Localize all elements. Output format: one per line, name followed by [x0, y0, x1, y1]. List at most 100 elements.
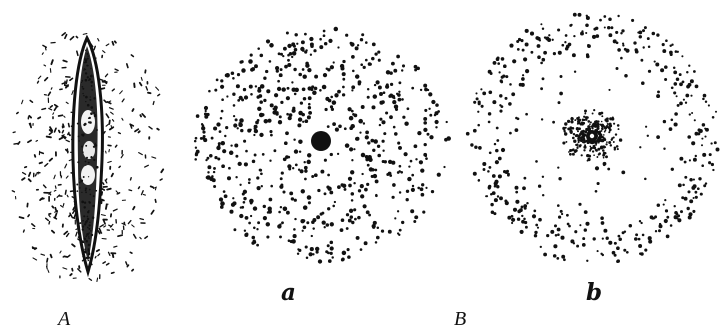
particle-dot	[351, 85, 356, 90]
diatom-speck	[84, 78, 88, 82]
particle-dot	[581, 243, 586, 247]
diatom-speck	[76, 190, 79, 192]
particle-dot	[413, 220, 417, 223]
particle-dot	[284, 64, 288, 69]
particle-dot	[275, 69, 279, 73]
particle-dot	[305, 61, 309, 66]
cluster-dot	[595, 129, 599, 133]
cluster-dot	[600, 123, 605, 127]
particle-dot	[288, 51, 293, 56]
particle-stroke	[147, 91, 152, 95]
particle-dot	[398, 191, 402, 194]
particle-stroke	[150, 209, 155, 215]
particle-stroke	[99, 224, 104, 228]
cluster-dot	[612, 141, 615, 143]
particle-stroke	[100, 187, 106, 191]
particle-dot	[304, 119, 309, 124]
particle-dot	[306, 221, 310, 225]
particle-dot	[664, 77, 668, 82]
particle-stroke	[27, 214, 31, 218]
particle-dot	[276, 86, 282, 92]
diatom-speck	[83, 215, 86, 218]
cluster-dot	[569, 131, 573, 134]
particle-stroke	[57, 129, 61, 134]
diatom-speck	[85, 144, 88, 147]
particle-stroke	[97, 229, 101, 235]
diatom-speck	[81, 225, 85, 228]
particle-dot	[341, 93, 346, 97]
particle-stroke	[102, 261, 107, 265]
particle-dot	[372, 225, 376, 229]
particle-stroke	[64, 84, 69, 88]
diatom-chloroplast-lower	[81, 165, 95, 185]
particle-dot	[637, 31, 640, 34]
particle-dot	[364, 187, 368, 192]
particle-dot	[576, 244, 580, 248]
particle-dot	[364, 58, 368, 62]
particle-dot	[400, 69, 404, 72]
cluster-dot	[599, 123, 602, 126]
particle-dot	[287, 58, 290, 62]
particle-dot	[662, 119, 667, 124]
particle-dot	[260, 172, 263, 176]
particle-dot	[243, 196, 247, 201]
particle-dot	[320, 169, 325, 174]
particle-dot	[712, 168, 715, 172]
particle-dot	[420, 168, 425, 173]
particle-dot	[664, 198, 667, 202]
particle-dot	[608, 240, 613, 245]
particle-dot	[647, 69, 652, 73]
particle-dot	[561, 254, 566, 259]
particle-dot	[671, 43, 674, 46]
cluster-dot	[597, 141, 600, 144]
particle-dot	[329, 246, 334, 251]
particle-dot	[348, 208, 354, 213]
particle-stroke	[149, 185, 155, 189]
particle-dot	[638, 219, 642, 223]
particle-stroke	[102, 182, 105, 186]
particle-stroke	[41, 52, 44, 55]
particle-dot	[293, 92, 297, 96]
particle-dot	[365, 210, 370, 215]
particle-dot	[537, 55, 541, 59]
particle-dot	[682, 183, 685, 187]
particle-dot	[307, 96, 312, 101]
particle-dot	[301, 112, 305, 117]
particle-dot	[233, 123, 238, 128]
particle-dot	[194, 146, 198, 149]
figure-part-label-b: B	[454, 308, 467, 330]
particle-dot	[614, 242, 617, 245]
particle-dot	[257, 88, 262, 93]
particle-dot	[301, 68, 305, 71]
particle-stroke	[49, 105, 54, 109]
particle-dot	[371, 56, 375, 61]
particle-dot	[383, 132, 387, 136]
particle-dot	[698, 177, 702, 181]
particle-dot	[405, 189, 410, 193]
particle-dot	[697, 132, 701, 136]
particle-dot	[236, 73, 241, 77]
particle-stroke	[53, 103, 58, 108]
particle-dot	[681, 196, 685, 200]
particle-dot	[688, 113, 691, 116]
particle-dot	[312, 90, 317, 96]
particle-dot	[195, 149, 200, 154]
particle-dot	[362, 122, 366, 125]
diatom-speck	[88, 252, 91, 255]
particle-dot	[488, 90, 493, 95]
particle-dot	[702, 97, 705, 101]
particle-dot	[354, 46, 359, 51]
cluster-dot	[566, 119, 571, 124]
particle-dot	[535, 160, 538, 163]
particle-dot	[661, 43, 665, 47]
particle-dot	[277, 120, 283, 125]
particle-stroke	[128, 189, 133, 192]
particle-dot	[226, 95, 229, 98]
particle-dot	[343, 127, 347, 131]
particle-dot	[362, 204, 367, 209]
particle-dot	[389, 82, 394, 87]
cluster-dot	[604, 129, 607, 132]
cluster-dot	[576, 145, 579, 147]
cluster-dot	[571, 136, 575, 140]
particle-dot	[414, 68, 418, 72]
